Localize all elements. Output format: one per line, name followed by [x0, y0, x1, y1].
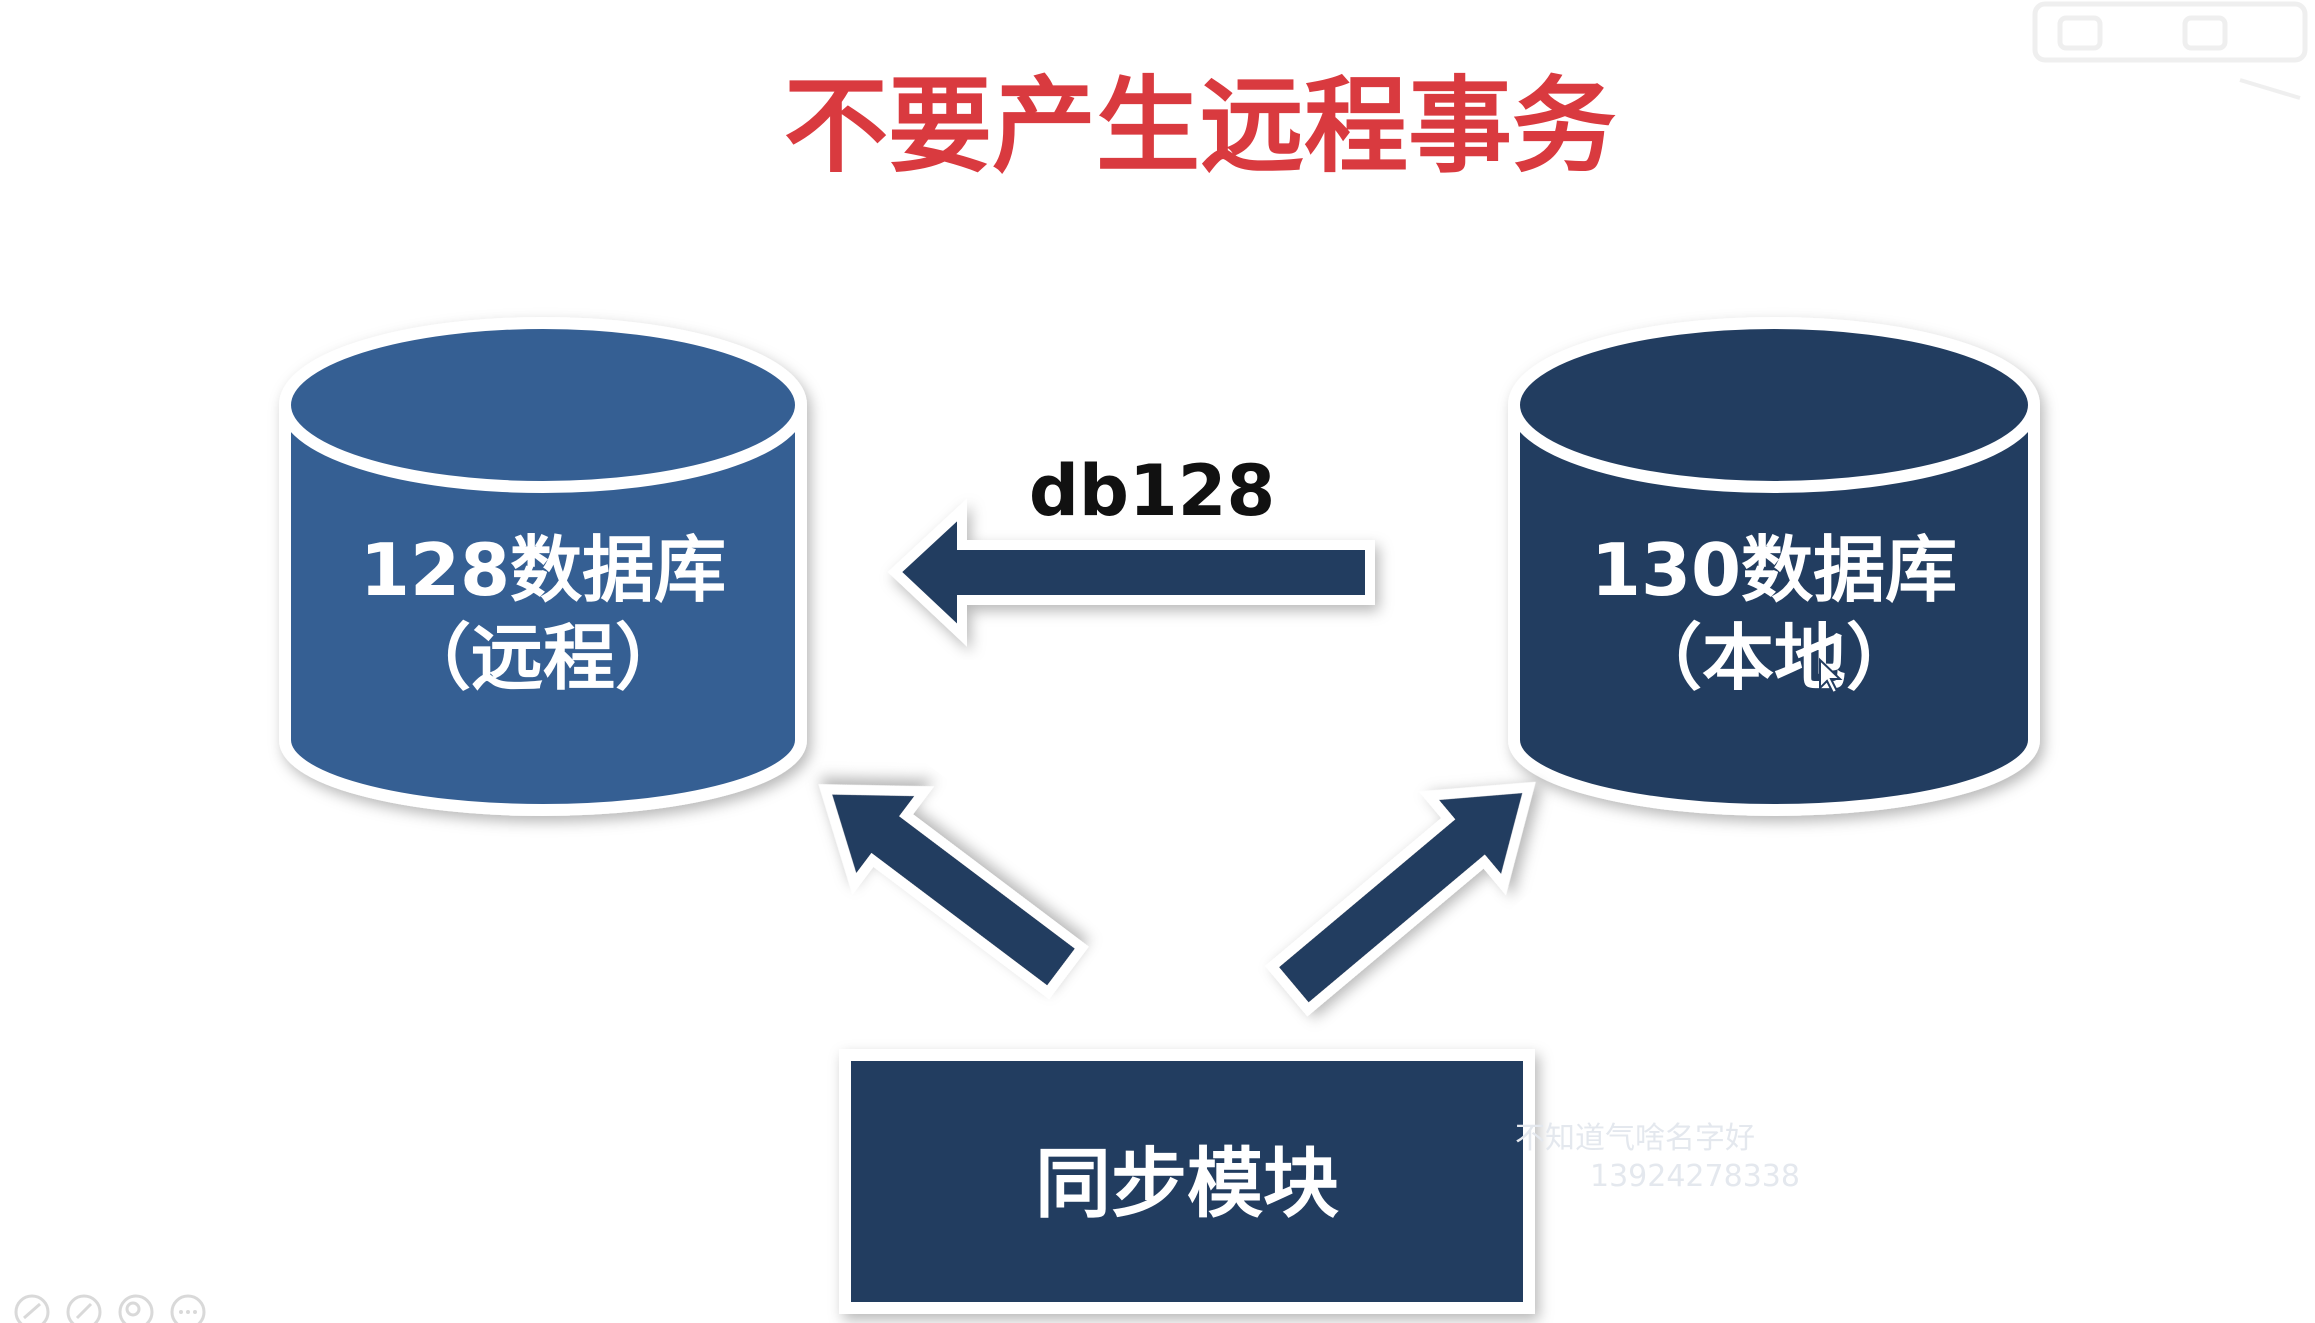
presentation-toolbar[interactable] [14, 1294, 206, 1323]
local-db-body [1508, 399, 2040, 816]
bilibili-logo [2032, 1, 2308, 100]
slide-title: 不要产生远程事务 [784, 65, 1616, 187]
remote-db-body [279, 399, 807, 816]
sync-to-local-arrow [1264, 781, 1536, 1017]
local-db-note: （本地） [1630, 616, 1918, 700]
link-arrow [887, 498, 1375, 647]
arrow-tool-icon[interactable] [14, 1294, 50, 1323]
zoom-icon[interactable] [118, 1294, 154, 1323]
watermark-number: 13924278338 [1590, 1159, 1800, 1194]
pen-tool-icon[interactable] [66, 1294, 102, 1323]
more-icon[interactable] [170, 1294, 206, 1323]
remote-db-note: （远程） [399, 616, 687, 700]
mouse-cursor-icon [1819, 657, 1843, 695]
watermark-name: 不知道气啥名字好 [1515, 1121, 1755, 1156]
remote-db-cylinder [279, 317, 807, 816]
sync-module-label: 同步模块 [1035, 1139, 1339, 1228]
remote-db-top [279, 317, 807, 493]
local-db-top [1508, 317, 2040, 493]
local-db-cylinder [1508, 317, 2040, 816]
sync-module-box [839, 1049, 1535, 1314]
local-db-name: 130数据库 [1591, 528, 1957, 612]
link-arrow-label: db128 [1029, 450, 1275, 532]
sync-to-remote-arrow [818, 784, 1089, 1000]
remote-db-name: 128数据库 [360, 528, 726, 612]
